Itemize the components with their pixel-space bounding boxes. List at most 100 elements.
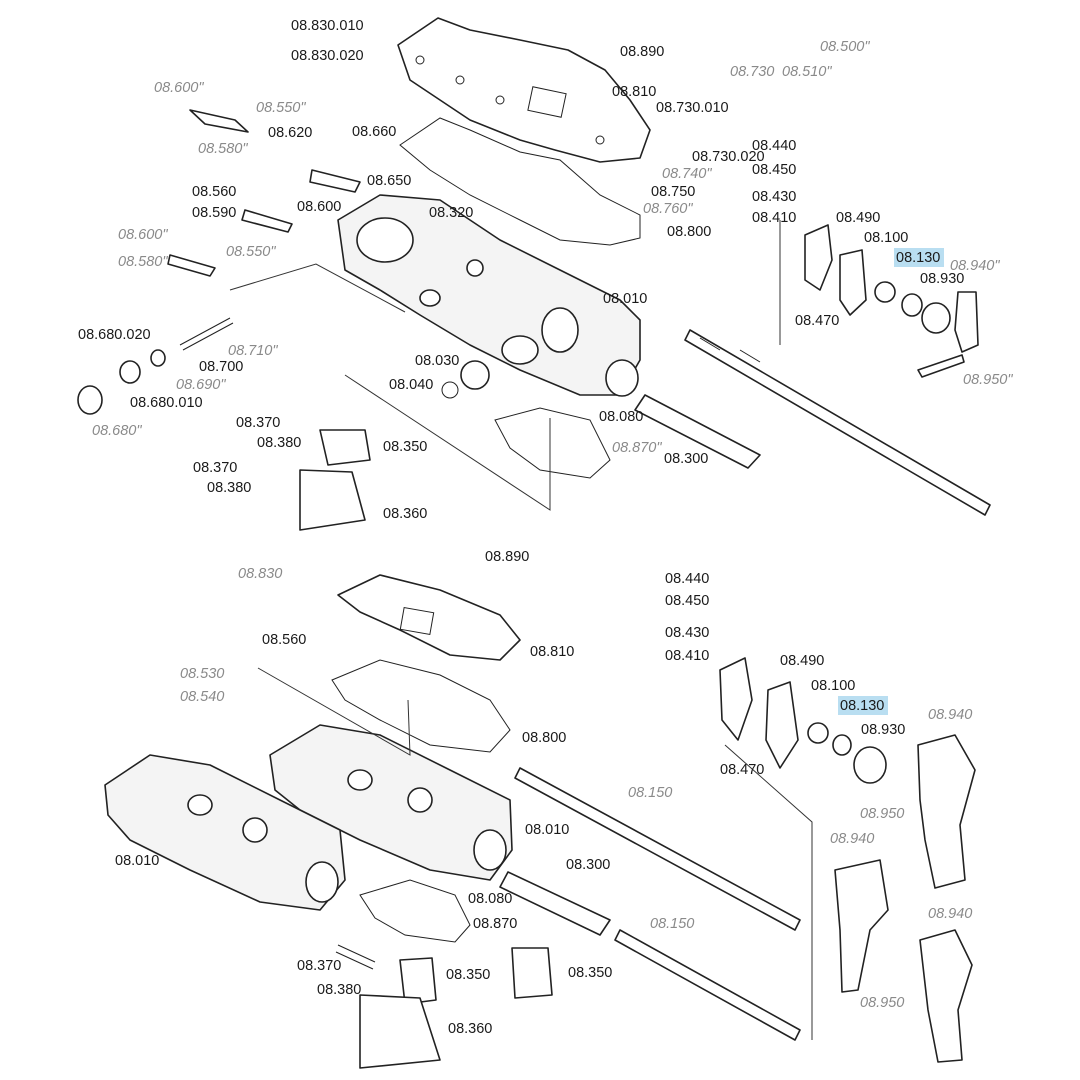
part-label[interactable]: 08.550" [256, 100, 306, 116]
part-label[interactable]: 08.810 [612, 84, 656, 100]
top-long-shaft [684, 329, 991, 516]
part-label-highlighted[interactable]: 08.130 [840, 698, 884, 714]
part-label[interactable]: 08.380 [317, 982, 361, 998]
part-label[interactable]: 08.560 [192, 184, 236, 200]
part-label[interactable]: 08.010 [525, 822, 569, 838]
top-housing [337, 194, 641, 397]
part-label[interactable]: 08.540 [180, 689, 224, 705]
part-label[interactable]: 08.950 [860, 995, 904, 1011]
part-label[interactable]: 08.350 [383, 439, 427, 455]
part-label[interactable]: 08.550" [226, 244, 276, 260]
part-label[interactable]: 08.470 [795, 313, 839, 329]
part-label[interactable]: 08.940" [950, 258, 1000, 274]
part-label[interactable]: 08.600" [154, 80, 204, 96]
part-label[interactable]: 08.750 [651, 184, 695, 200]
part-label[interactable]: 08.580" [118, 254, 168, 270]
part-label[interactable]: 08.360 [448, 1021, 492, 1037]
part-label[interactable]: 08.950" [963, 372, 1013, 388]
part-label[interactable]: 08.530 [180, 666, 224, 682]
part-label[interactable]: 08.730 [730, 64, 774, 80]
part-label[interactable]: 08.680" [92, 423, 142, 439]
part-label[interactable]: 08.080 [468, 891, 512, 907]
part-label[interactable]: 08.650 [367, 173, 411, 189]
part-label[interactable]: 08.870" [612, 440, 662, 456]
top-selector-group [804, 224, 979, 378]
part-label[interactable]: 08.080 [599, 409, 643, 425]
bottom-long-shafts [514, 767, 801, 1041]
part-label[interactable]: 08.100 [811, 678, 855, 694]
part-label[interactable]: 08.740" [662, 166, 712, 182]
part-label[interactable]: 08.040 [389, 377, 433, 393]
part-label[interactable]: 08.430 [665, 625, 709, 641]
part-label[interactable]: 08.380 [257, 435, 301, 451]
part-label[interactable]: 08.710" [228, 343, 278, 359]
part-label[interactable]: 08.150 [650, 916, 694, 932]
bottom-selector-group [719, 657, 976, 1063]
part-label[interactable]: 08.010 [603, 291, 647, 307]
part-label[interactable]: 08.800 [667, 224, 711, 240]
part-label[interactable]: 08.690" [176, 377, 226, 393]
bottom-cover-plate [337, 574, 521, 661]
part-label[interactable]: 08.030 [415, 353, 459, 369]
part-label[interactable]: 08.800 [522, 730, 566, 746]
top-sleeve [634, 394, 761, 469]
top-bushing-parts [299, 360, 490, 531]
part-label[interactable]: 08.600" [118, 227, 168, 243]
part-label[interactable]: 08.700 [199, 359, 243, 375]
part-label[interactable]: 08.380 [207, 480, 251, 496]
part-label[interactable]: 08.450 [665, 593, 709, 609]
bottom-bottom-gasket [359, 879, 471, 943]
part-label[interactable]: 08.410 [665, 648, 709, 664]
top-side-plates [167, 109, 361, 277]
part-label[interactable]: 08.510" [782, 64, 832, 80]
part-label[interactable]: 08.490 [836, 210, 880, 226]
part-label[interactable]: 08.890 [620, 44, 664, 60]
part-label[interactable]: 08.830.020 [291, 48, 364, 64]
part-label[interactable]: 08.360 [383, 506, 427, 522]
part-label[interactable]: 08.300 [566, 857, 610, 873]
part-label[interactable]: 08.450 [752, 162, 796, 178]
bottom-sleeve [499, 871, 611, 936]
part-label[interactable]: 08.810 [530, 644, 574, 660]
part-label[interactable]: 08.580" [198, 141, 248, 157]
part-label[interactable]: 08.940 [830, 831, 874, 847]
part-label[interactable]: 08.370 [193, 460, 237, 476]
part-label[interactable]: 08.440 [752, 138, 796, 154]
part-label[interactable]: 08.150 [628, 785, 672, 801]
part-label[interactable]: 08.300 [664, 451, 708, 467]
part-label-highlighted[interactable]: 08.130 [896, 250, 940, 266]
part-label[interactable]: 08.680.020 [78, 327, 151, 343]
part-label[interactable]: 08.760" [643, 201, 693, 217]
part-label[interactable]: 08.370 [297, 958, 341, 974]
part-label[interactable]: 08.830.010 [291, 18, 364, 34]
part-label[interactable]: 08.890 [485, 549, 529, 565]
part-label[interactable]: 08.370 [236, 415, 280, 431]
part-label[interactable]: 08.680.010 [130, 395, 203, 411]
part-label[interactable]: 08.730.020 [692, 149, 765, 165]
part-label[interactable]: 08.950 [860, 806, 904, 822]
part-label[interactable]: 08.730.010 [656, 100, 729, 116]
part-label[interactable]: 08.350 [446, 967, 490, 983]
part-label[interactable]: 08.930 [920, 271, 964, 287]
part-label[interactable]: 08.870 [473, 916, 517, 932]
top-cover-plate [397, 17, 651, 163]
part-label[interactable]: 08.470 [720, 762, 764, 778]
part-label[interactable]: 08.600 [297, 199, 341, 215]
part-label[interactable]: 08.440 [665, 571, 709, 587]
part-label[interactable]: 08.500" [820, 39, 870, 55]
part-label[interactable]: 08.830 [238, 566, 282, 582]
part-label[interactable]: 08.350 [568, 965, 612, 981]
part-label[interactable]: 08.100 [864, 230, 908, 246]
part-label[interactable]: 08.930 [861, 722, 905, 738]
part-label[interactable]: 08.320 [429, 205, 473, 221]
part-label[interactable]: 08.660 [352, 124, 396, 140]
part-label[interactable]: 08.590 [192, 205, 236, 221]
part-label[interactable]: 08.940 [928, 707, 972, 723]
part-label[interactable]: 08.560 [262, 632, 306, 648]
part-label[interactable]: 08.010 [115, 853, 159, 869]
part-label[interactable]: 08.410 [752, 210, 796, 226]
part-label[interactable]: 08.490 [780, 653, 824, 669]
part-label[interactable]: 08.430 [752, 189, 796, 205]
part-label[interactable]: 08.620 [268, 125, 312, 141]
part-label[interactable]: 08.940 [928, 906, 972, 922]
